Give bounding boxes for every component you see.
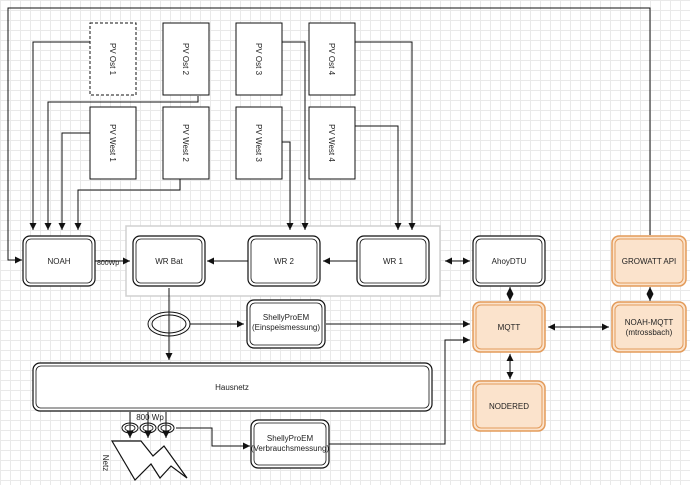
pv-west-2-label: PV West 2 (181, 124, 190, 162)
pv-ost-3[interactable]: PV Ost 3 (235, 22, 283, 96)
netz-label: Netz (101, 455, 110, 471)
mqtt-box[interactable] (472, 301, 546, 353)
noah-mqtt-label-1: NOAH-MQTT (625, 318, 674, 327)
growatt-api-node[interactable]: GROWATT API (611, 235, 687, 287)
nodered-label: NODERED (489, 402, 529, 411)
growatt-api-box[interactable] (611, 235, 687, 287)
pv-ost-4-label: PV Ost 4 (327, 43, 336, 76)
growatt-api-label: GROWATT API (622, 257, 677, 266)
wr-2-label: WR 2 (274, 257, 295, 266)
mqtt-label: MQTT (498, 323, 521, 332)
pv-west-1-box[interactable] (89, 106, 137, 180)
edge-pv-ost-2-noah (44, 96, 199, 230)
pv-ost-4-box[interactable] (308, 22, 356, 96)
connections (7, 7, 654, 450)
pv-west-3[interactable]: PV West 3 (235, 106, 283, 180)
noah-mqtt-box[interactable] (611, 301, 687, 353)
hausnetz-box[interactable] (32, 362, 433, 412)
wr-bat-label: WR Bat (155, 257, 183, 266)
pv-west-4-label: PV West 4 (327, 124, 336, 162)
ahoydtu-node[interactable]: AhoyDTU (472, 235, 546, 287)
edge-pv-west-2-noah (74, 178, 181, 230)
wr-2-box[interactable] (247, 235, 321, 287)
pv-ost-3-box[interactable] (235, 22, 283, 96)
shelly-verbrauch-box[interactable] (250, 419, 330, 469)
noah-mqtt-label-2: (mtrossbach) (626, 328, 673, 337)
wr-1-node[interactable]: WR 1 (356, 235, 430, 287)
wr-bat-node[interactable]: WR Bat (132, 235, 206, 287)
grid-clamps (121, 422, 175, 434)
pv-ost-2-label: PV Ost 2 (181, 43, 190, 76)
noah-node[interactable]: NOAH (22, 235, 96, 287)
edge-pv-ost-4-wr1 (342, 41, 416, 230)
pv-west-1-label: PV West 1 (108, 124, 117, 162)
pv-west-4-box[interactable] (308, 106, 356, 180)
pv-west-4[interactable]: PV West 4 (308, 106, 356, 180)
ahoydtu-label: AhoyDTU (492, 257, 527, 266)
pv-west-2[interactable]: PV West 2 (162, 106, 210, 180)
hausnetz-node[interactable]: Hausnetz (32, 362, 433, 412)
wr-bat-box[interactable] (132, 235, 206, 287)
pv-west-2-box[interactable] (162, 106, 210, 180)
edge-clamp-shelly-verbrauch (176, 427, 250, 450)
pv-ost-3-label: PV Ost 3 (254, 43, 263, 76)
pv-ost-2-box[interactable] (162, 22, 210, 96)
edge-pv-ost-1-noah (29, 41, 90, 230)
edge-growatt-noah-top (7, 7, 651, 264)
netz-node[interactable]: Netz (101, 440, 188, 481)
edge-shelly-verbrauch-mqtt (328, 336, 470, 445)
edge-pv-west-4-wr1 (342, 125, 402, 230)
shelly-einspeis-label-2: (Einspeismessung) (252, 323, 320, 332)
wr-1-label: WR 1 (383, 257, 404, 266)
hausnetz-label: Hausnetz (215, 383, 249, 392)
noah-box[interactable] (22, 235, 96, 287)
pv-ost-2[interactable]: PV Ost 2 (162, 22, 210, 96)
pv-west-1[interactable]: PV West 1 (89, 106, 137, 180)
shelly-verbrauch-label-2: (Verbrauchsmessung) (251, 444, 330, 453)
shelly-verbrauch-label-1: ShellyProEM (267, 434, 314, 443)
nodered-box[interactable] (472, 380, 546, 432)
ahoydtu-box[interactable] (472, 235, 546, 287)
mqtt-node[interactable]: MQTT (472, 301, 546, 353)
noah-label: NOAH (47, 257, 70, 266)
edge-pv-west-1-noah (58, 132, 90, 230)
pv-ost-1[interactable]: PV Ost 1 (89, 22, 137, 96)
shelly-einspeis-label-1: ShellyProEM (263, 313, 310, 322)
meter-power-label: 800 Wp (136, 413, 164, 422)
wr-2-node[interactable]: WR 2 (247, 235, 321, 287)
noah-power-label: 800Wp (97, 260, 119, 267)
current-clamp[interactable] (147, 311, 191, 337)
noah-mqtt-node[interactable]: NOAH-MQTT (mtrossbach) (611, 301, 687, 353)
pv-ost-4[interactable]: PV Ost 4 (308, 22, 356, 96)
pv-ost-1-label: PV Ost 1 (108, 43, 117, 76)
shelly-einspeis-box[interactable] (246, 299, 326, 349)
nodered-node[interactable]: NODERED (472, 380, 546, 432)
wr-1-box[interactable] (356, 235, 430, 287)
shelly-einspeis-node[interactable]: ShellyProEM (Einspeismessung) (246, 299, 326, 349)
pv-ost-1-box[interactable] (89, 22, 137, 96)
pv-west-3-label: PV West 3 (254, 124, 263, 162)
pv-west-3-box[interactable] (235, 106, 283, 180)
netz-lightning-icon[interactable] (110, 440, 188, 481)
shelly-verbrauch-node[interactable]: ShellyProEM (Verbrauchsmessung) (250, 419, 330, 469)
